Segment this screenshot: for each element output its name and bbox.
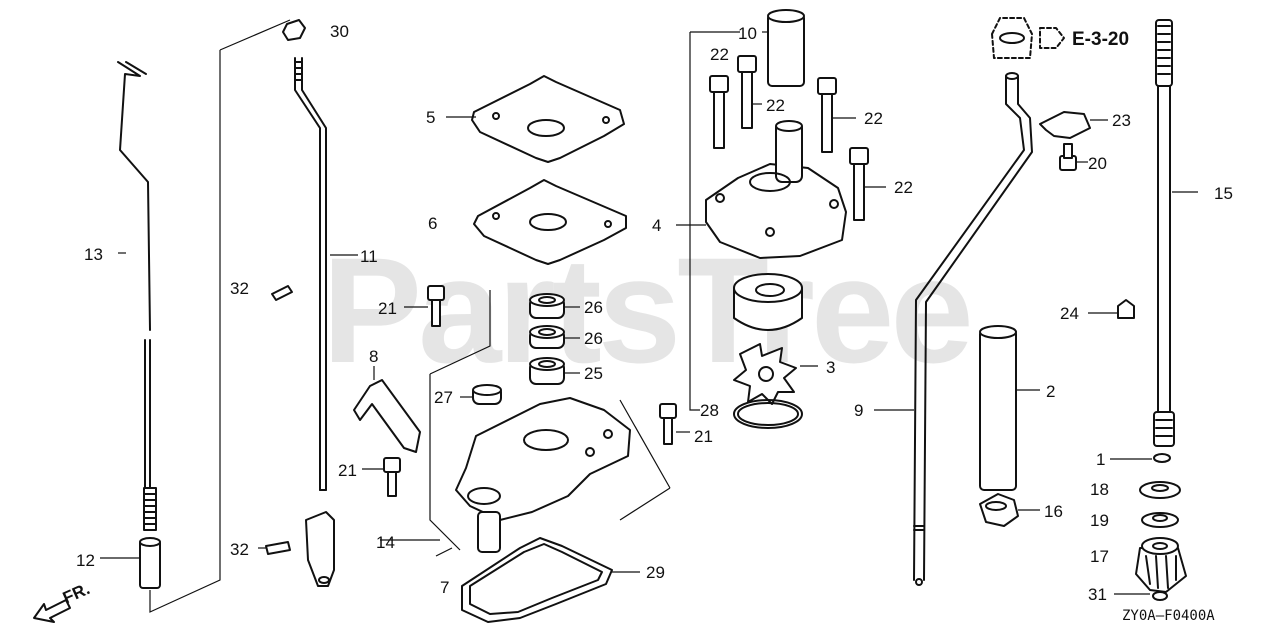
callout-24: 24 [1060, 304, 1079, 323]
callout-28: 28 [700, 401, 719, 420]
callout-4: 4 [652, 216, 661, 235]
callout-6: 6 [428, 214, 437, 233]
part-5-plate[interactable] [471, 75, 625, 163]
part-8-clip[interactable] [353, 379, 421, 453]
part-16-grommet[interactable] [979, 493, 1019, 527]
callout-19: 19 [1090, 511, 1109, 530]
reference-label[interactable]: E-3-20 [1072, 29, 1129, 50]
part-23-clip[interactable] [1039, 111, 1091, 139]
part-3-impeller-cup[interactable] [733, 273, 803, 331]
callout-7: 7 [440, 578, 449, 597]
part-10-tube[interactable] [767, 9, 805, 87]
part-15-vertical-shaft[interactable] [1153, 19, 1175, 447]
callout-21-c: 21 [694, 427, 713, 446]
part-14-shift-arm[interactable] [305, 511, 335, 587]
callout-18: 18 [1090, 480, 1109, 499]
callout-26-b: 26 [584, 329, 603, 348]
part-29-gasket[interactable] [461, 537, 613, 623]
reference-part-icon [991, 17, 1033, 59]
reference-arrow-icon [1039, 27, 1065, 49]
part-4-pump-case[interactable] [705, 120, 847, 259]
watermark: PartsTree [322, 226, 970, 394]
part-11-shift-rod[interactable] [294, 57, 327, 491]
callout-15: 15 [1214, 184, 1233, 203]
callout-10: 10 [738, 24, 757, 43]
part-6-gasket[interactable] [473, 179, 627, 265]
part-26-bearing-lower[interactable] [529, 325, 565, 349]
callout-29: 29 [646, 563, 665, 582]
part-2-tube[interactable] [979, 325, 1017, 491]
callout-22-b: 22 [766, 96, 785, 115]
drawing-code: ZY0A—F0400A [1122, 608, 1215, 624]
callout-31: 31 [1088, 585, 1107, 604]
part-30-nut[interactable] [282, 19, 306, 41]
part-17-pinion-gear[interactable] [1135, 537, 1187, 593]
callout-9: 9 [854, 401, 863, 420]
callout-32-b: 32 [230, 540, 249, 559]
callout-25: 25 [584, 364, 603, 383]
part-21-bolt-b[interactable] [383, 457, 401, 497]
part-25-bearing[interactable] [529, 357, 565, 385]
part-32-pin-upper[interactable] [271, 285, 293, 301]
part-26-bearing-upper[interactable] [529, 293, 565, 319]
callout-13: 13 [84, 245, 103, 264]
callout-21-b: 21 [338, 461, 357, 480]
callout-1: 1 [1096, 450, 1105, 469]
callout-23: 23 [1112, 111, 1131, 130]
part-22-bolt-d[interactable] [849, 147, 869, 221]
callout-12: 12 [76, 551, 95, 570]
part-9-water-tube[interactable] [913, 72, 1033, 586]
callout-32-a: 32 [230, 279, 249, 298]
part-13-shift-rod[interactable] [117, 61, 157, 531]
part-28-o-ring[interactable] [733, 399, 803, 429]
part-3-impeller[interactable] [733, 343, 797, 405]
part-21-bolt-c[interactable] [659, 403, 677, 445]
part-32-pin-lower[interactable] [265, 541, 291, 555]
callout-22-d: 22 [894, 178, 913, 197]
callout-2: 2 [1046, 382, 1055, 401]
callout-22-c: 22 [864, 109, 883, 128]
part-21-bolt-a[interactable] [427, 285, 445, 327]
part-12-joint[interactable] [139, 537, 161, 589]
part-7-pump-housing[interactable] [455, 397, 631, 553]
callout-14: 14 [376, 533, 395, 552]
part-20-bolt[interactable] [1059, 143, 1077, 171]
part-24-clip[interactable] [1117, 299, 1135, 319]
part-22-bolt-c[interactable] [817, 77, 837, 153]
part-22-bolt-b[interactable] [737, 55, 757, 129]
part-27-seal[interactable] [472, 384, 502, 405]
part-19-washer[interactable] [1141, 512, 1179, 528]
callout-30: 30 [330, 22, 349, 41]
callout-5: 5 [426, 108, 435, 127]
callout-20: 20 [1088, 154, 1107, 173]
callout-27: 27 [434, 388, 453, 407]
part-22-bolt-a[interactable] [709, 75, 729, 149]
callout-17: 17 [1090, 547, 1109, 566]
direction-label: FR. [60, 579, 93, 607]
part-1-clip[interactable] [1153, 453, 1171, 463]
callout-21-a: 21 [378, 299, 397, 318]
front-direction-arrow-icon [33, 599, 71, 623]
callout-8: 8 [369, 347, 378, 366]
callout-11: 11 [360, 247, 378, 266]
part-18-washer[interactable] [1139, 481, 1181, 499]
part-31-clip[interactable] [1152, 591, 1168, 601]
callout-22-a: 22 [710, 45, 729, 64]
callout-3: 3 [826, 358, 835, 377]
callout-26-a: 26 [584, 298, 603, 317]
callout-16: 16 [1044, 502, 1063, 521]
